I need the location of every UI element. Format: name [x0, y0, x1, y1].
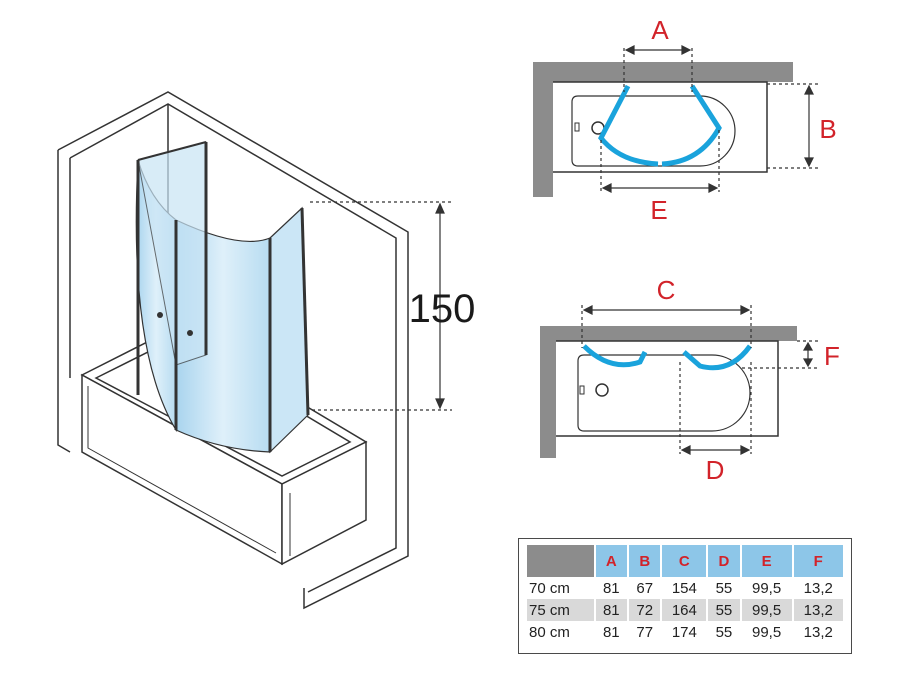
table-cell: 67: [627, 577, 662, 599]
table-cell-size: 70 cm: [529, 579, 570, 597]
table-cell: 164: [660, 599, 708, 621]
overflow-icon: [579, 385, 585, 395]
table-header-b: B: [627, 545, 662, 577]
plan-view-folded: C F D: [540, 275, 840, 485]
table-cell: 55: [706, 577, 741, 599]
table-cell: 13,2: [791, 599, 843, 621]
dimension-table-grid: A B C D E F 70 cm 81 67 154 55 99,5 13,2…: [527, 545, 843, 643]
table-cell: 13,2: [791, 577, 843, 599]
table-cell: 77: [627, 621, 662, 643]
overflow-icon: [574, 122, 580, 132]
bathtub-top: [553, 81, 768, 173]
dimension-c-label: C: [657, 275, 676, 305]
table-header-f: F: [791, 545, 843, 577]
handle-icon: [157, 312, 163, 318]
table-cell: 99,5: [739, 577, 793, 599]
table-cell: 154: [660, 577, 708, 599]
glass-plan-folded: [582, 344, 753, 371]
drain-icon: [595, 383, 609, 397]
dimension-b-label: B: [819, 114, 836, 144]
table-cell-size: 75 cm: [527, 599, 595, 621]
height-dimension: [310, 201, 452, 411]
dimension-d: [679, 362, 752, 455]
table-cell: 13,2: [791, 621, 843, 643]
profile-top: [137, 141, 207, 161]
table-row: 75 cm 81 72 164 55 99,5 13,2: [527, 599, 843, 621]
table-header-d: D: [706, 545, 741, 577]
wall-bottom: [540, 326, 797, 458]
glass-panels: [135, 141, 310, 454]
table-cell: 81: [593, 621, 629, 643]
basin-bottom: [577, 354, 751, 432]
bathtub-bottom: [556, 340, 779, 437]
dimension-c: [581, 305, 752, 348]
table-cell: 99,5: [739, 621, 793, 643]
table-header-a: A: [593, 545, 629, 577]
table-cell: 81: [593, 599, 629, 621]
dimension-a: [623, 45, 693, 92]
table-header-e: E: [739, 545, 793, 577]
table-cell: 99,5: [739, 599, 793, 621]
dimension-f: [742, 340, 818, 369]
dimension-d-label: D: [706, 455, 725, 485]
basin-top: [571, 95, 736, 167]
table-header-row: A B C D E F: [527, 545, 843, 577]
table-row: 80 cm 81 77 174 55 99,5 13,2: [527, 621, 843, 643]
wall-top: [533, 62, 793, 197]
handle-icon: [187, 330, 193, 336]
table-header-c: C: [660, 545, 708, 577]
height-dimension-label: 150: [409, 287, 476, 331]
plan-view-top: A B E: [533, 15, 837, 225]
table-cell: 72: [627, 599, 662, 621]
table-header-blank: [527, 545, 595, 577]
dimension-table: A B C D E F 70 cm 81 67 154 55 99,5 13,2…: [518, 538, 852, 654]
dimension-e: [600, 130, 720, 193]
dimension-e-label: E: [650, 195, 667, 225]
table-cell: 174: [660, 621, 708, 643]
table-cell: 55: [706, 599, 741, 621]
table-cell: 81: [593, 577, 629, 599]
dimension-f-label: F: [824, 341, 840, 371]
profile-right: [300, 207, 310, 416]
glass-plan-open: [598, 84, 722, 167]
dimension-a-label: A: [651, 15, 669, 45]
table-cell-size: 80 cm: [529, 623, 570, 641]
dimension-b: [767, 83, 820, 169]
table-cell: 55: [706, 621, 741, 643]
table-row: 70 cm 81 67 154 55 99,5 13,2: [527, 577, 843, 599]
isometric-view: 150: [57, 91, 476, 610]
